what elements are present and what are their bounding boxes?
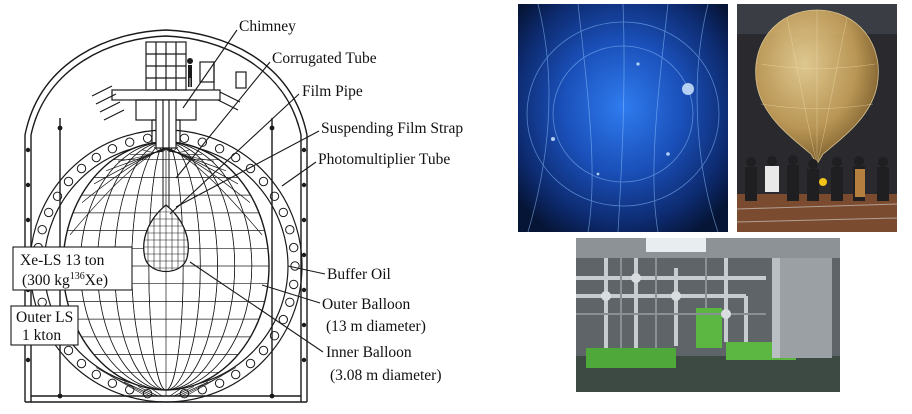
purification-plant-photo bbox=[576, 238, 840, 392]
pmt-tube-icon bbox=[125, 137, 135, 147]
pmt-tube-icon bbox=[179, 133, 190, 144]
inner-balloon-label: Inner Balloon bbox=[326, 344, 412, 361]
inner-balloon-size-label: (3.08 m diameter) bbox=[330, 367, 441, 384]
pmt-tube-icon bbox=[278, 207, 288, 218]
detector-interior-photo bbox=[518, 4, 728, 232]
outer-ls-line1: Outer LS bbox=[16, 309, 73, 326]
pmt-tube-icon bbox=[245, 163, 256, 174]
pmt-tube-icon bbox=[278, 314, 288, 325]
suspending-film-strap-label: Suspending Film Strap bbox=[321, 120, 463, 137]
pmt-tube-icon bbox=[107, 378, 118, 388]
pmt-tube-icon bbox=[258, 345, 269, 356]
pmt-tube-icon bbox=[37, 225, 47, 235]
pmt-tube-icon bbox=[245, 358, 256, 369]
pmt-tube-icon bbox=[231, 152, 241, 163]
pmt-tube-icon bbox=[63, 176, 74, 187]
pmt-tube-icon bbox=[214, 378, 225, 388]
pmt-tube-icon bbox=[290, 261, 300, 271]
film-pipe bbox=[162, 148, 170, 210]
pmt-tube-icon bbox=[107, 144, 118, 154]
corrugated-tube-label: Corrugated Tube bbox=[272, 50, 377, 67]
chimney-label: Chimney bbox=[239, 18, 296, 35]
chimney bbox=[155, 99, 177, 149]
pmt-tube-icon bbox=[76, 163, 87, 174]
pmt-tube-icon bbox=[179, 389, 190, 399]
pmt-tube-icon bbox=[91, 369, 102, 380]
pmt-tube-icon bbox=[285, 225, 295, 235]
leader-lines bbox=[169, 29, 326, 353]
buffer-oil-label: Buffer Oil bbox=[327, 266, 391, 283]
pmt-tube-icon bbox=[258, 176, 269, 187]
bottom-ropes bbox=[95, 367, 237, 397]
pmt-tube-icon bbox=[37, 297, 47, 307]
pmt-tube-icon bbox=[285, 297, 295, 307]
outer-balloon-size-label: (13 m diameter) bbox=[326, 318, 426, 335]
balloon-team-photo bbox=[737, 4, 897, 232]
film-pipe-label: Film Pipe bbox=[302, 83, 363, 100]
pmt-tube-icon bbox=[76, 358, 87, 369]
xe-ls-box: Xe-LS 13 ton (300 kg136Xe) bbox=[12, 246, 133, 291]
outer-ls-line2: 1 kton bbox=[22, 327, 61, 344]
pmt-tube-icon bbox=[231, 369, 241, 380]
pmt-tube-icon bbox=[91, 152, 102, 163]
pmt-tube-icon bbox=[63, 345, 74, 356]
pmt-tube-icon bbox=[269, 191, 280, 202]
pmt-tube-icon bbox=[142, 133, 153, 144]
pmt-tube-icon bbox=[142, 389, 153, 399]
xe-ls-line2: (300 kg136Xe) bbox=[22, 271, 108, 289]
pmt-tube-icon bbox=[44, 207, 54, 218]
people-group bbox=[745, 155, 889, 201]
pmt-tube-icon bbox=[214, 144, 225, 154]
outer-balloon-label: Outer Balloon bbox=[322, 296, 410, 313]
pmt-tube-icon bbox=[289, 242, 299, 253]
worker-figure bbox=[187, 58, 193, 87]
xe-ls-line1: Xe-LS 13 ton bbox=[20, 252, 105, 269]
pmt-tube-icon bbox=[269, 331, 280, 341]
photomultiplier-tube-label: Photomultiplier Tube bbox=[318, 151, 450, 168]
pmt-tube-icon bbox=[289, 279, 299, 290]
outer-ls-box: Outer LS 1 kton bbox=[10, 305, 79, 346]
pmt-tube-icon bbox=[52, 191, 63, 202]
